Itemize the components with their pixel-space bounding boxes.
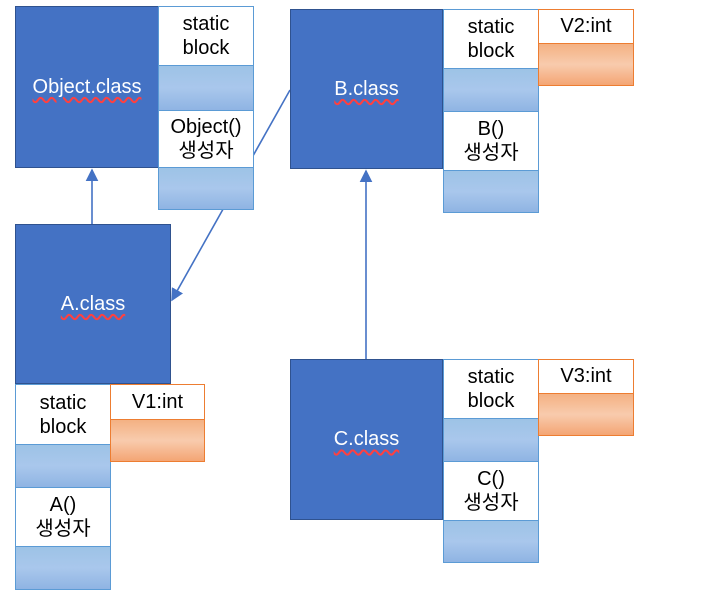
- b-class-box: B.class: [290, 9, 443, 169]
- a-constructor-area: [15, 546, 111, 590]
- c-class-box: C.class: [290, 359, 443, 520]
- a-class-box: A.class: [15, 224, 171, 384]
- object-static-block: static block: [158, 6, 254, 66]
- b-field-area: [538, 43, 634, 86]
- c-field-area: [538, 393, 634, 436]
- c-constructor: C() 생성자: [443, 461, 539, 521]
- b-constructor: B() 생성자: [443, 111, 539, 171]
- a-static-block: static block: [15, 384, 111, 445]
- c-field-label: V3:int: [538, 359, 634, 394]
- a-field-label: V1:int: [110, 384, 205, 420]
- object-constructor-area: [158, 167, 254, 210]
- c-static-block: static block: [443, 359, 539, 419]
- a-constructor: A() 생성자: [15, 487, 111, 547]
- a-static-block-area: [15, 444, 111, 488]
- object-constructor: Object() 생성자: [158, 110, 254, 168]
- b-field-label: V2:int: [538, 9, 634, 44]
- c-class-label: C.class: [333, 428, 400, 450]
- b-constructor-area: [443, 170, 539, 213]
- object-class-label: Object.class: [32, 75, 142, 98]
- a-field-area: [110, 419, 205, 462]
- b-class-label: B.class: [334, 77, 399, 100]
- b-static-block-area: [443, 68, 539, 112]
- a-class-label: A.class: [60, 292, 126, 315]
- object-static-block-area: [158, 65, 254, 111]
- object-class-box: Object.class: [15, 6, 159, 168]
- b-static-block: static block: [443, 9, 539, 69]
- c-static-block-area: [443, 418, 539, 462]
- c-constructor-area: [443, 520, 539, 563]
